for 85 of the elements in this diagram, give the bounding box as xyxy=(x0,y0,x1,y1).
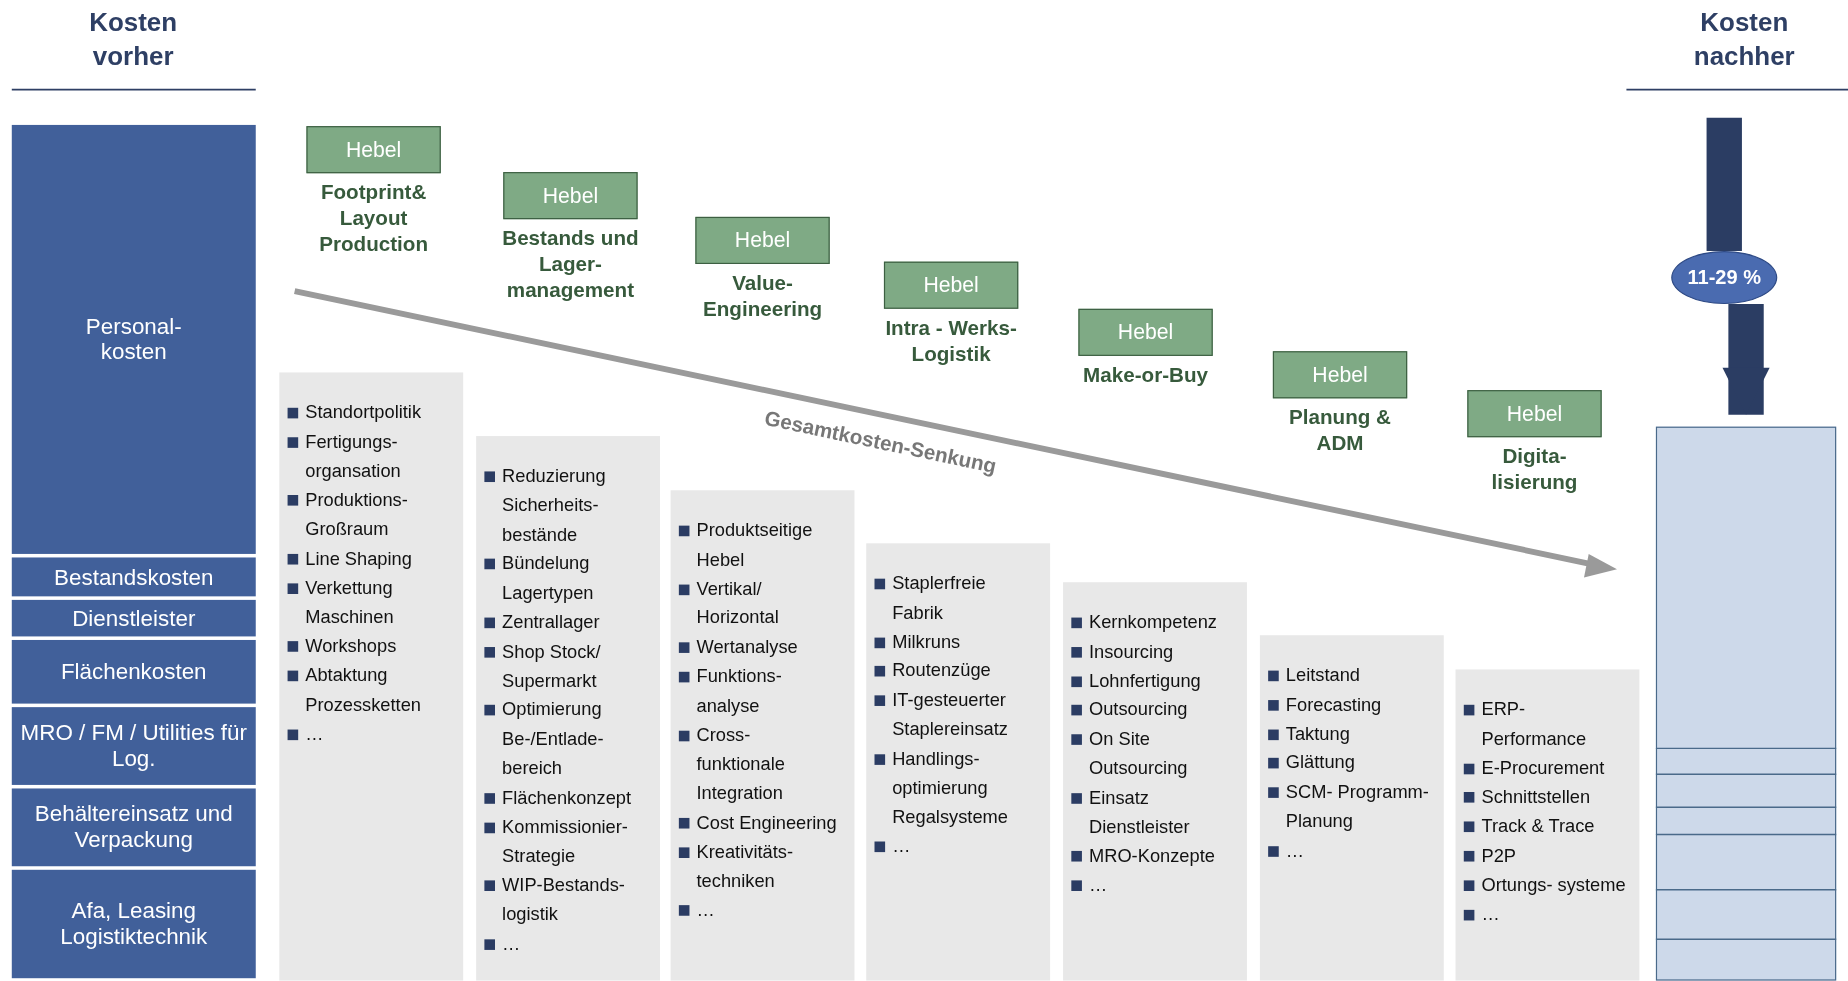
list-item: On Site Outsourcing xyxy=(1070,725,1236,784)
list-item: Workshops xyxy=(286,632,452,662)
list-item: Flächenkonzept xyxy=(483,783,649,813)
list-item: Bündelung Lagertypen xyxy=(483,549,649,609)
list-item: Reduzierung Sicherheits- bestände xyxy=(483,462,649,550)
measure-list-panel xyxy=(1259,635,1444,981)
list-item: Milkruns xyxy=(873,627,1039,657)
list-item: E-Procurement xyxy=(1462,753,1628,784)
lever-box: Hebel xyxy=(1078,308,1213,356)
list-item: Produktions- Großraum xyxy=(286,486,452,545)
list-item: SCM- Programm- Planung xyxy=(1266,778,1432,837)
lever-title: Make-or-Buy xyxy=(1082,363,1210,389)
list-item: Ortungs- systeme xyxy=(1462,870,1628,900)
cost-block: Bestandskosten xyxy=(11,557,256,597)
measure-list-panel xyxy=(1455,669,1640,981)
list-item: Einsatz Dienstleister xyxy=(1070,783,1236,842)
list-item: … xyxy=(1266,836,1432,866)
list-item: … xyxy=(286,719,452,750)
list-item: Line Shaping xyxy=(286,544,452,574)
cost-bar xyxy=(1655,426,1837,981)
list-item: Insourcing xyxy=(1070,637,1236,667)
lever-box: Hebel xyxy=(1272,351,1408,399)
cost-block: Afa, Leasing Logistiktechnik xyxy=(11,869,256,979)
cost-block: Behältereinsatz und Verpackung xyxy=(11,788,256,867)
list-item: Taktung xyxy=(1266,719,1432,749)
percentage-ellipse: 11-29 % xyxy=(1671,251,1778,305)
lever-title: Planung & ADM xyxy=(1288,405,1393,457)
column-heading: Kosten nachher xyxy=(1692,6,1796,73)
lever-title: Bestands und Lager- management xyxy=(501,226,640,304)
list-item: Standortpolitik xyxy=(286,398,452,428)
list-item: … xyxy=(677,896,843,926)
list-item: WIP-Bestands- logistik xyxy=(483,871,649,930)
lever-title: Footprint& Layout Production xyxy=(318,180,429,258)
list-item: Abtaktung Prozessketten xyxy=(286,661,452,720)
list-item: Vertikal/ Horizontal xyxy=(677,574,843,634)
list-item: IT-gesteuerter Staplereinsatz xyxy=(873,686,1039,745)
list-item: MRO-Konzepte xyxy=(1070,841,1236,872)
list-item: Track & Trace xyxy=(1462,812,1628,842)
list-item: Produktseitige Hebel xyxy=(677,516,843,575)
list-item: … xyxy=(483,929,649,959)
list-item: Wertanalyse xyxy=(677,633,843,663)
list-item: … xyxy=(873,832,1039,862)
cost-block: Personal- kosten xyxy=(11,124,256,554)
list-item: Outsourcing xyxy=(1070,695,1236,726)
lever-box: Hebel xyxy=(695,216,830,264)
cost-block: MRO / FM / Utilities für Log. xyxy=(11,707,256,785)
measure-list-panel xyxy=(670,490,855,981)
lever-title: Intra - Werks- Logistik xyxy=(884,315,1018,368)
list-item: Verkettung Maschinen xyxy=(286,573,452,633)
measure-list-panel xyxy=(1063,582,1247,981)
list-item: Shop Stock/ Supermarkt xyxy=(483,637,649,696)
arrow xyxy=(1722,304,1770,415)
list-item: P2P xyxy=(1462,841,1628,871)
cost-block: Dienstleister xyxy=(11,599,256,637)
measure-list-panel xyxy=(476,436,660,981)
lever-box: Hebel xyxy=(306,126,441,174)
list-item: Routenzüge xyxy=(873,656,1039,687)
list-item: Glättung xyxy=(1266,748,1432,779)
list-item: Optimierung Be-/Entlade- bereich xyxy=(483,695,649,784)
list-item: Kommissionier- Strategie xyxy=(483,812,649,872)
list-item: ERP-Performance xyxy=(1462,695,1628,754)
list-item: Kreativitäts- techniken xyxy=(677,837,843,897)
list-item: Forecasting xyxy=(1266,690,1432,720)
list-item: Cross- funktionale Integration xyxy=(677,720,843,809)
cost-block: Flächenkosten xyxy=(11,639,256,704)
lever-box: Hebel xyxy=(1467,390,1602,438)
list-item: Kernkompetenz xyxy=(1070,608,1236,638)
column-heading: Kosten vorher xyxy=(88,6,179,73)
list-item: … xyxy=(1462,899,1628,930)
list-item: Zentrallager xyxy=(483,608,649,638)
list-item: Handlings- optimierung Regalsysteme xyxy=(873,744,1039,833)
measure-list-panel xyxy=(279,372,464,981)
lever-box: Hebel xyxy=(503,172,638,220)
lever-title: Digita- lisierung xyxy=(1490,444,1579,496)
list-item: Funktions- analyse xyxy=(677,662,843,721)
list-item: Cost Engineering xyxy=(677,808,843,838)
lever-title: Value- Engineering xyxy=(701,271,824,323)
list-item: Fertigungs- organsation xyxy=(286,427,452,487)
list-item: Leitstand xyxy=(1266,661,1432,691)
list-item: … xyxy=(1070,871,1236,901)
list-item: Schnittstellen xyxy=(1462,783,1628,813)
list-item: Staplerfreie Fabrik xyxy=(873,569,1039,628)
list-item: Lohnfertigung xyxy=(1070,666,1236,696)
lever-box: Hebel xyxy=(883,261,1019,309)
measure-list-panel xyxy=(866,543,1051,981)
